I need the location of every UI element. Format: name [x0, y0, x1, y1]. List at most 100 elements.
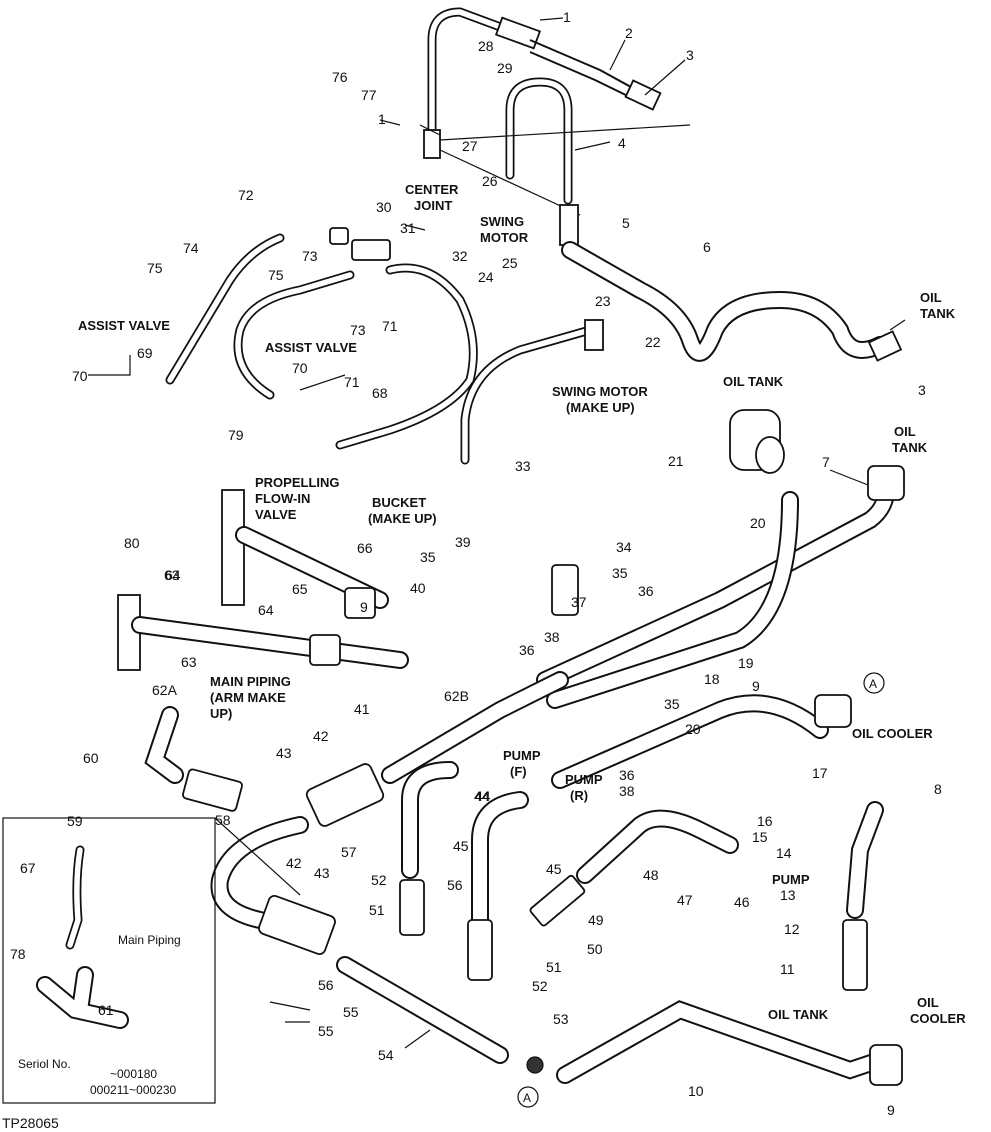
part-label: 73 [302, 248, 318, 264]
part-label: 26 [482, 173, 498, 189]
part-label: 47 [677, 892, 693, 908]
part-label: 71 [344, 374, 360, 390]
callout-pump-1: PUMP [772, 872, 810, 887]
part-label: 41 [354, 701, 370, 717]
part-label: 54 [378, 1047, 394, 1063]
inset-box: Main Piping Seriol No. ~000180 000211~00… [18, 933, 181, 1097]
part-label: 27 [462, 138, 478, 154]
callout-pump-f: PUMP(F) [503, 748, 541, 779]
part-label: 42 [286, 855, 302, 871]
part-label: 43 [314, 865, 330, 881]
marker-a-circle [863, 672, 885, 694]
part-label: 3 [686, 47, 694, 63]
part-label: 71 [382, 318, 398, 334]
part-label: 75 [147, 260, 163, 276]
part-label: 46 [734, 894, 750, 910]
part-label: 40 [410, 580, 426, 596]
part-label: 20 [685, 721, 701, 737]
part-label: 18 [704, 671, 720, 687]
part-label: 52 [371, 872, 387, 888]
part-label: 64 [258, 602, 274, 618]
callout-line: PUMP [503, 748, 541, 763]
part-label: 45 [546, 861, 562, 877]
marker-a-top: A [869, 677, 877, 691]
part-label: 10 [688, 1083, 704, 1099]
part-label: 42 [313, 728, 329, 744]
callout-line: SWING MOTOR [552, 384, 648, 399]
part-label: 14 [776, 845, 792, 861]
callout-pump-r: PUMP(R) [565, 772, 603, 803]
part-label: 80 [124, 535, 140, 551]
callout-bucket-make-up: BUCKET(MAKE UP) [368, 495, 437, 526]
part-label: 43 [276, 745, 292, 761]
callout-line: CENTER [405, 182, 459, 197]
callout-assist-valve-2: ASSIST VALVE [265, 340, 357, 355]
part-label: 16 [757, 813, 773, 829]
part-label: 53 [553, 1011, 569, 1027]
callout-line: TANK [920, 306, 956, 321]
part-label: 33 [515, 458, 531, 474]
part-label: 36 [619, 767, 635, 783]
part-label: 2 [625, 25, 633, 41]
part-label: 36 [638, 583, 654, 599]
callout-line: BUCKET [372, 495, 426, 510]
callout-line: (R) [570, 788, 588, 803]
part-label: 19 [738, 655, 754, 671]
part-label: 69 [137, 345, 153, 361]
part-label: 79 [228, 427, 244, 443]
callout-line: OIL [917, 995, 939, 1010]
part-label: 44 [475, 788, 491, 804]
part-label: 77 [361, 87, 377, 103]
callout-line: MAIN PIPING [210, 674, 291, 689]
drawing-lines [2, 7, 906, 1104]
inset-main-piping-label: Main Piping [118, 933, 181, 947]
inset-serial-range-2: 000211~000230 [90, 1083, 177, 1097]
part-label: 30 [376, 199, 392, 215]
part-label: 45 [453, 838, 469, 854]
part-label: 4 [618, 135, 626, 151]
part-label: 66 [357, 540, 373, 556]
part-label: 25 [502, 255, 518, 271]
part-label: 24 [478, 269, 494, 285]
part-label: 52 [532, 978, 548, 994]
part-label: 50 [587, 941, 603, 957]
part-label: 70 [72, 368, 88, 384]
part-label: 15 [752, 829, 768, 845]
part-label: 17 [812, 765, 828, 781]
part-label: 56 [447, 877, 463, 893]
part-label: 68 [372, 385, 388, 401]
part-label: 61 [98, 1002, 114, 1018]
part-label: 12 [784, 921, 800, 937]
callout-line: PUMP [565, 772, 603, 787]
part-label: 67 [20, 860, 36, 876]
part-label: 20 [750, 515, 766, 531]
part-label: 34 [616, 539, 632, 555]
part-label: 21 [668, 453, 684, 469]
callout-line: (ARM MAKE [210, 690, 286, 705]
part-label: 35 [612, 565, 628, 581]
part-label: 8 [934, 781, 942, 797]
part-label: 38 [544, 629, 560, 645]
part-label: 51 [369, 902, 385, 918]
callout-line: UP) [210, 706, 232, 721]
part-label: 35 [664, 696, 680, 712]
part-label: 28 [478, 38, 494, 54]
callout-line: TANK [892, 440, 928, 455]
callout-line: FLOW-IN [255, 491, 310, 506]
callout-oil-tank-4: OIL TANK [768, 1007, 829, 1022]
part-label: 49 [588, 912, 604, 928]
part-label: 55 [343, 1004, 359, 1020]
part-label: 64 [165, 567, 181, 583]
part-label: 3 [918, 382, 926, 398]
part-label: 51 [546, 959, 562, 975]
part-label: 58 [215, 812, 231, 828]
part-label: 36 [519, 642, 535, 658]
inset-serial-label: Seriol No. [18, 1057, 71, 1071]
callout-line: (MAKE UP) [368, 511, 437, 526]
part-label: 74 [183, 240, 199, 256]
